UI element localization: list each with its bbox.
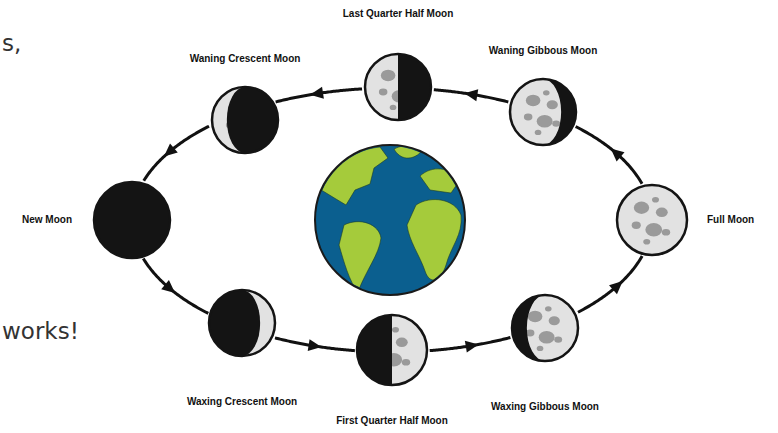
crater [547, 100, 558, 109]
orbit-line [144, 126, 209, 181]
arrow-head [309, 87, 324, 101]
arrow-head [607, 144, 625, 162]
crater [402, 359, 410, 366]
phase-label: Waning Crescent Moon [190, 53, 301, 65]
orbit-line [143, 258, 208, 313]
moon-outline [365, 54, 431, 120]
moon-disc [510, 79, 576, 145]
orbit-arrow [275, 338, 355, 353]
crater [396, 338, 408, 348]
orbit-line [576, 127, 642, 184]
crater [645, 223, 662, 236]
moon-outline [510, 79, 576, 145]
phase-label: First Quarter Half Moon [336, 415, 448, 427]
crater [554, 336, 562, 342]
moon-phase: New Moon [94, 182, 170, 258]
crater [643, 239, 650, 245]
orbit-arrow [276, 87, 362, 102]
crater [552, 120, 560, 126]
moon-disc [512, 295, 578, 361]
phase-label: Waning Gibbous Moon [489, 45, 598, 57]
moon-disc [212, 87, 278, 153]
moon-phase: First Quarter Half Moon [357, 315, 427, 385]
crater [549, 316, 560, 325]
moon-drawing [363, 52, 433, 122]
moon-drawing [92, 180, 172, 260]
moon-shadow [227, 87, 278, 153]
arrow-head [160, 143, 178, 161]
orbit-arrow [578, 256, 642, 312]
crater [535, 130, 542, 135]
slide-text: s, [2, 30, 21, 56]
earth-outline [315, 145, 465, 295]
orbit-arrow [144, 126, 209, 181]
orbit-arrow [576, 127, 642, 184]
moon-disc [94, 182, 170, 258]
crater [632, 222, 641, 229]
moon-drawing [508, 77, 578, 147]
crater [392, 327, 399, 333]
crater [652, 197, 659, 203]
phase-label: Full Moon [707, 214, 754, 226]
crater [662, 229, 670, 236]
slide-text: works! [2, 318, 79, 344]
moon-disc [365, 54, 431, 120]
orbit-line [578, 256, 642, 312]
moon-outline [357, 315, 427, 385]
crater [528, 311, 543, 323]
africa [407, 200, 461, 280]
moon-phase: Waxing Gibbous Moon [512, 295, 578, 361]
phase-label: Waxing Crescent Moon [187, 396, 297, 408]
phase-label: Waxing Gibbous Moon [491, 401, 599, 413]
crater [537, 346, 544, 351]
moon-shadow [543, 79, 576, 145]
crater [381, 70, 396, 82]
moon-outline [94, 182, 170, 258]
arrow-head [161, 280, 179, 298]
moon-drawing [510, 293, 580, 363]
moon-drawing [207, 288, 277, 358]
moon-outline [209, 290, 275, 356]
arrow-head [465, 339, 480, 353]
earth-ocean [315, 145, 465, 295]
moon-disc [209, 290, 275, 356]
crater [537, 115, 553, 128]
crater [539, 331, 555, 344]
orbit-arrow [434, 87, 508, 102]
crater [545, 306, 552, 311]
moon-shadow [357, 315, 392, 385]
moon-shadow [512, 295, 545, 361]
crater [526, 95, 541, 107]
crater [543, 90, 550, 95]
moon-drawing [355, 313, 429, 387]
moon-shadow [398, 54, 431, 120]
crater [379, 89, 388, 96]
moon-disc [617, 185, 687, 255]
crater [656, 208, 668, 218]
moon-outline [212, 87, 278, 153]
crater [524, 114, 533, 121]
moon-shadow [94, 182, 170, 258]
phase-label: New Moon [22, 214, 72, 226]
crater [390, 105, 397, 110]
arrow-head [308, 339, 323, 353]
moon-disc [357, 315, 427, 385]
moon-phase: Last Quarter Half Moon [365, 54, 431, 120]
phase-label: Last Quarter Half Moon [343, 8, 454, 20]
moon-phase: Waning Crescent Moon [212, 87, 278, 153]
moon-drawing [210, 85, 280, 155]
moon-phase: Full Moon [617, 185, 687, 255]
moon-drawing [615, 183, 689, 257]
moon-outline [512, 295, 578, 361]
moon-phase: Waning Gibbous Moon [510, 79, 576, 145]
orbit-arrow [430, 338, 511, 353]
moon-phase: Waxing Crescent Moon [209, 290, 275, 356]
arrow-head [609, 277, 627, 295]
orbit-arrow [143, 258, 208, 313]
moon-outline [617, 185, 687, 255]
arrow-head [463, 87, 478, 101]
moon-shadow [209, 290, 260, 356]
crater [634, 202, 649, 214]
